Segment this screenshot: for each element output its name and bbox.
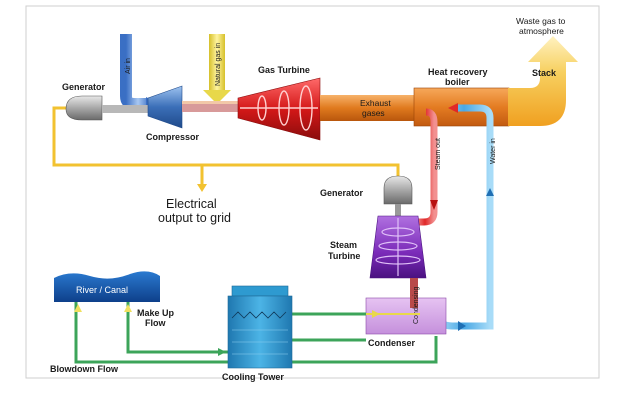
electrical-label-2: output to grid	[158, 211, 231, 225]
water-in-pipe	[434, 104, 494, 330]
gas-arrow-icon	[203, 90, 231, 104]
condenser-label: Condenser	[368, 338, 416, 348]
steam-out-label: Steam out	[435, 138, 442, 170]
natural-gas-label: Natural gas in	[215, 43, 222, 86]
steam-turbine-label-2: Turbine	[328, 251, 360, 261]
river-canal	[54, 271, 160, 302]
cooling-tower	[227, 295, 293, 369]
stack	[508, 36, 578, 126]
water-in-label: Water in	[490, 138, 497, 164]
air-in-pipe	[120, 34, 150, 110]
generator-top	[65, 95, 103, 121]
exhaust-duct	[320, 95, 418, 121]
condenser	[365, 297, 447, 335]
blowdown-label: Blowdown Flow	[50, 364, 119, 374]
shaft-gen-compressor	[102, 105, 150, 113]
waste-gas-label-2: atmosphere	[519, 26, 564, 36]
compressor-label: Compressor	[146, 132, 200, 142]
cooling-tower-label: Cooling Tower	[222, 372, 284, 382]
waste-gas-label-1: Waste gas to	[516, 16, 566, 26]
heat-recovery-label-2: boiler	[445, 77, 470, 87]
water-arrow-icon	[448, 103, 458, 113]
make-up-label-1: Make Up	[137, 308, 175, 318]
shaft-compressor-turbine	[182, 104, 240, 112]
condensing-label: Condensing	[413, 287, 420, 324]
heat-recovery-label-1: Heat recovery	[428, 67, 488, 77]
exhaust-label-2: gases	[362, 108, 385, 118]
natural-gas-pipe	[209, 34, 225, 92]
electrical-label-1: Electrical	[166, 197, 217, 211]
steam-turbine-label-1: Steam	[330, 240, 357, 250]
generator-mid	[383, 175, 413, 205]
river-canal-label: River / Canal	[76, 285, 128, 295]
generator-mid-label: Generator	[320, 188, 364, 198]
generator-top-label: Generator	[62, 82, 106, 92]
diagram-border	[25, 5, 600, 379]
compressor	[147, 85, 183, 129]
stack-label: Stack	[532, 68, 557, 78]
electrical-arrow-icon	[197, 184, 207, 192]
exhaust-label-1: Exhaust	[360, 98, 391, 108]
air-in-label: Air in	[125, 58, 132, 74]
steam-arrow-icon	[430, 200, 438, 210]
gas-turbine-label: Gas Turbine	[258, 65, 310, 75]
cooling-water-lines	[74, 302, 438, 364]
electrical-line	[52, 106, 400, 186]
make-up-label-2: Flow	[145, 318, 166, 328]
steam-out-pipe	[416, 108, 438, 226]
